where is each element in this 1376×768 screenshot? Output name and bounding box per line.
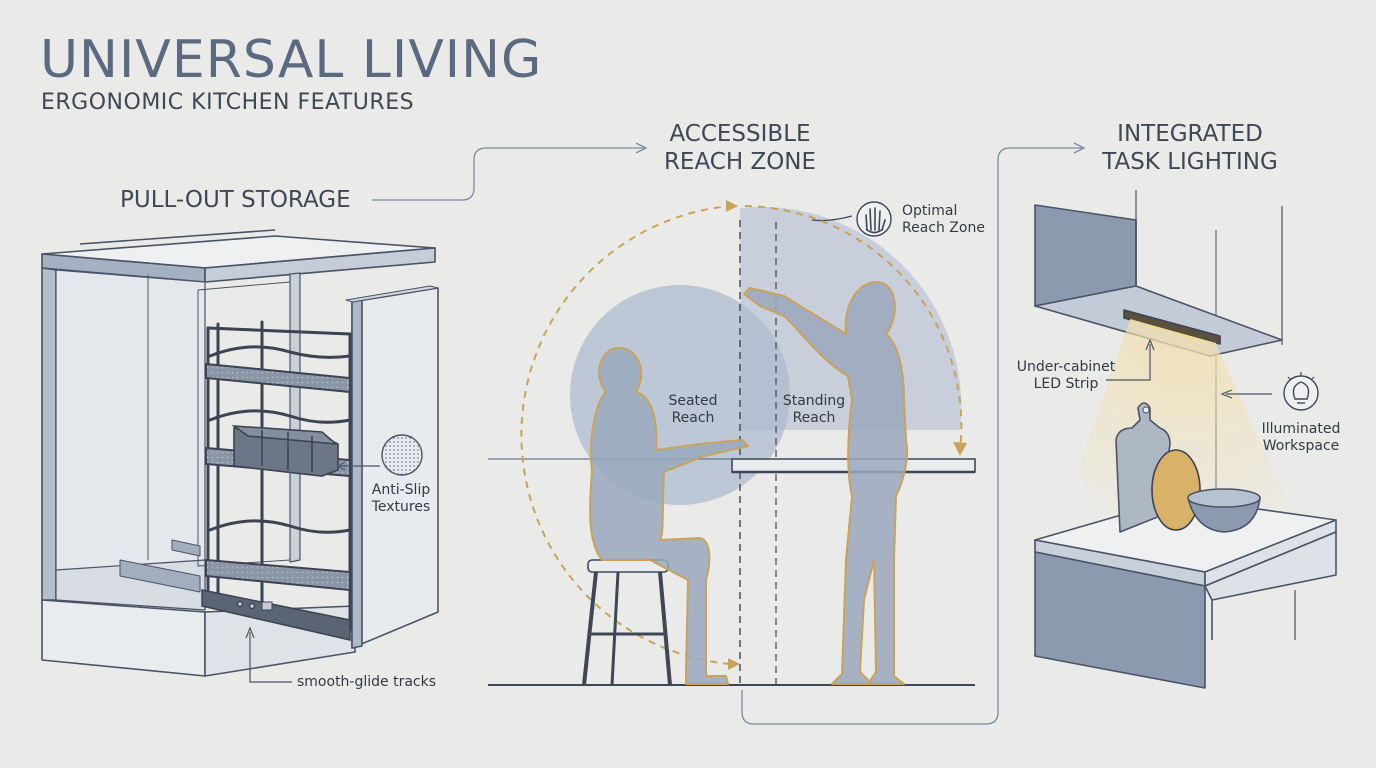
anti-slip-line1: Anti-Slip	[371, 482, 431, 498]
anti-slip-label: Anti-Slip Textures	[366, 482, 436, 516]
page-subtitle: ERGONOMIC KITCHEN FEATURES	[41, 90, 415, 115]
standing-reach-label: Standing Reach	[776, 393, 852, 427]
pull-out-heading: PULL-OUT STORAGE	[120, 187, 351, 213]
standing-person	[743, 281, 908, 685]
reach-arc-arrowheads	[726, 200, 967, 670]
basket-shelves	[205, 362, 351, 592]
lighting-heading: INTEGRATED TASK LIGHTING	[1080, 120, 1300, 176]
seated-reach-label: Seated Reach	[658, 393, 728, 427]
lighting-scene	[1034, 190, 1337, 689]
hand-icon	[856, 201, 892, 237]
seated-line2: Reach	[671, 410, 715, 426]
standing-line1: Standing	[782, 393, 846, 409]
page-title: UNIVERSAL LIVING	[40, 30, 543, 90]
workspace-label: Illuminated Workspace	[1256, 421, 1346, 455]
glide-track	[201, 589, 351, 641]
tracks-label: smooth-glide tracks	[297, 674, 437, 690]
seated-line1: Seated	[668, 393, 718, 409]
connector-arrows	[372, 142, 1086, 725]
led-callout	[1106, 338, 1155, 381]
workspace-line1: Illuminated	[1261, 421, 1341, 437]
seated-person	[589, 346, 749, 685]
workspace-line2: Workspace	[1262, 438, 1340, 454]
workspace-callout	[1220, 389, 1272, 399]
led-strip-label: Under-cabinet LED Strip	[1016, 359, 1116, 393]
standing-line2: Reach	[792, 410, 836, 426]
texture-swatch-icon	[381, 434, 423, 476]
anti-slip-line2: Textures	[371, 499, 431, 515]
pull-out-cabinet	[41, 229, 439, 677]
stool	[582, 559, 672, 686]
lightbulb-icon	[1283, 372, 1319, 411]
lighting-heading-line1: INTEGRATED	[1117, 121, 1263, 147]
organizer-tray	[231, 425, 339, 477]
reach-heading-line2: REACH ZONE	[663, 149, 817, 175]
optimal-reach-label: Optimal Reach Zone	[902, 203, 985, 237]
reach-heading-line1: ACCESSIBLE	[669, 121, 811, 147]
reach-heading: ACCESSIBLE REACH ZONE	[640, 120, 840, 176]
tracks-callout	[245, 626, 292, 683]
optimal-line1: Optimal	[902, 203, 958, 219]
optimal-line2: Reach Zone	[902, 220, 985, 236]
led-line2: LED Strip	[1033, 376, 1099, 392]
led-line1: Under-cabinet	[1016, 359, 1116, 375]
reach-arc	[520, 205, 963, 665]
anti-slip-callout	[336, 434, 423, 476]
lighting-heading-line2: TASK LIGHTING	[1102, 149, 1278, 175]
